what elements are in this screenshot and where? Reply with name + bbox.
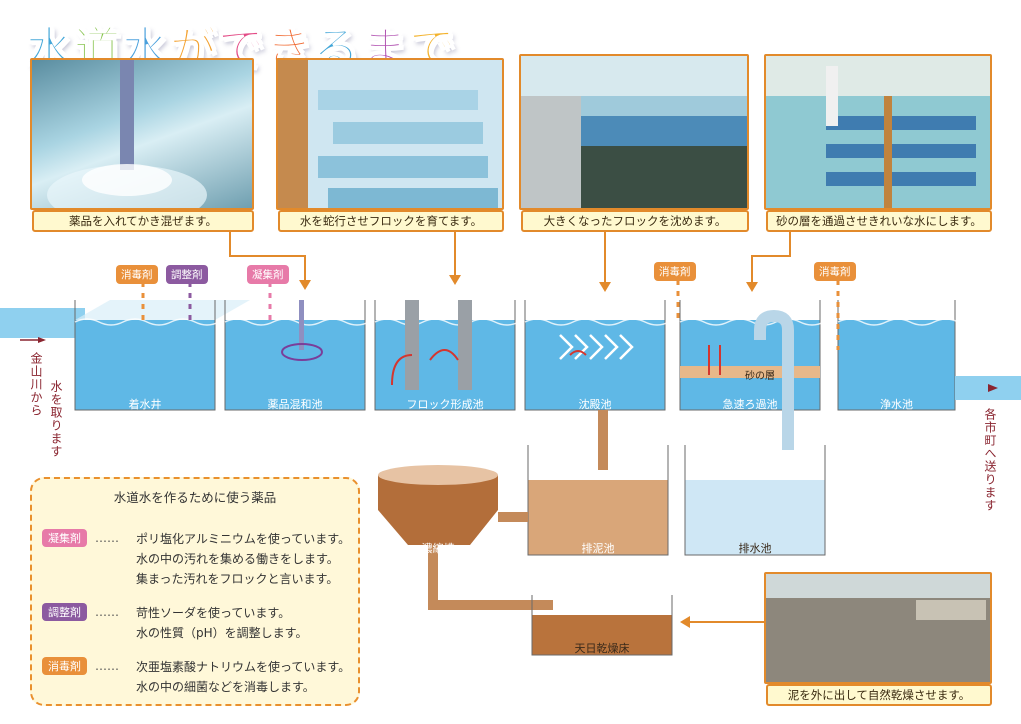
label-sand-layer: 砂の層 [745,371,775,382]
legend-tag-coagulant: 凝集剤 [42,529,87,547]
label-sludge: 排泥池 [581,542,615,555]
tag-disinfectant-3: 消毒剤 [814,262,856,281]
label-thickener: 濃縮槽 [421,542,455,555]
photo-settling [519,54,749,210]
legend-line: 水の中の細菌などを消毒します。 [136,680,315,694]
photo-connectors [229,230,791,623]
caption-drying: 泥を外に出して自然乾燥させます。 [766,684,992,706]
label-intake: 着水井 [128,398,162,411]
caption-floc: 水を蛇行させフロックを育てます。 [278,210,504,232]
legend-tag-adjuster: 調整剤 [42,603,87,621]
tank-row [74,300,1021,411]
label-drying: 天日乾燥床 [574,642,630,655]
photo-drying [764,572,992,684]
label-drain: 排水池 [738,542,772,555]
mixing-photo-art [47,60,207,208]
label-take-water: 水を取ります [49,380,63,458]
tag-disinfectant-2: 消毒剤 [654,262,696,281]
label-send-to-towns: 各市町へ送ります [983,408,997,512]
label-filter: 急速ろ過池 [722,398,778,411]
legend-line: 水の性質（pH）を調整します。 [136,626,308,640]
inflow-channel [0,308,85,338]
legend-line: ポリ塩化アルミニウムを使っています。 [136,532,351,546]
photo-filter [764,54,992,210]
tag-coagulant-1: 凝集剤 [247,265,289,284]
filter-photo-art [766,56,990,208]
label-floc: フロック形成池 [406,398,484,411]
chemical-legend: 水道水を作るために使う薬品 凝集剤 …… ポリ塩化アルミニウムを使っています。 水… [30,477,360,706]
legend-row-disinfectant: 消毒剤 …… [42,657,125,675]
label-clear: 浄水池 [880,398,913,411]
caption-settling: 大きくなったフロックを沈めます。 [521,210,749,232]
legend-tag-disinfectant: 消毒剤 [42,657,87,675]
legend-line: 集まった汚れをフロックと言います。 [136,572,339,586]
settling-photo-art [521,56,747,208]
label-mixing: 薬品混和池 [267,398,323,411]
legend-line: 水の中の汚れを集める働きをします。 [136,552,339,566]
label-from-river: 金山川から [29,352,43,417]
floc-photo-art [278,60,498,208]
tag-adjuster-1: 調整剤 [166,265,208,284]
tag-disinfectant-1: 消毒剤 [116,265,158,284]
caption-mixing: 薬品を入れてかき混ぜます。 [32,210,254,232]
caption-filter: 砂の層を通過させきれいな水にします。 [766,210,992,232]
legend-line: 次亜塩素酸ナトリウムを使っています。 [136,660,351,674]
lower-tanks [378,410,826,656]
drying-photo-art [766,574,990,682]
legend-row-adjuster: 調整剤 …… [42,603,125,621]
legend-dots: …… [95,531,119,545]
photo-floc [276,58,504,210]
legend-title: 水道水を作るために使う薬品 [113,490,277,505]
label-settling: 沈殿池 [578,398,612,411]
legend-row-coagulant: 凝集剤 …… [42,529,125,547]
photo-mixing [30,58,254,210]
chemical-drops [141,280,840,350]
legend-dots: …… [95,605,119,619]
legend-line: 苛性ソーダを使っています。 [136,606,291,620]
legend-dots: …… [95,659,119,673]
